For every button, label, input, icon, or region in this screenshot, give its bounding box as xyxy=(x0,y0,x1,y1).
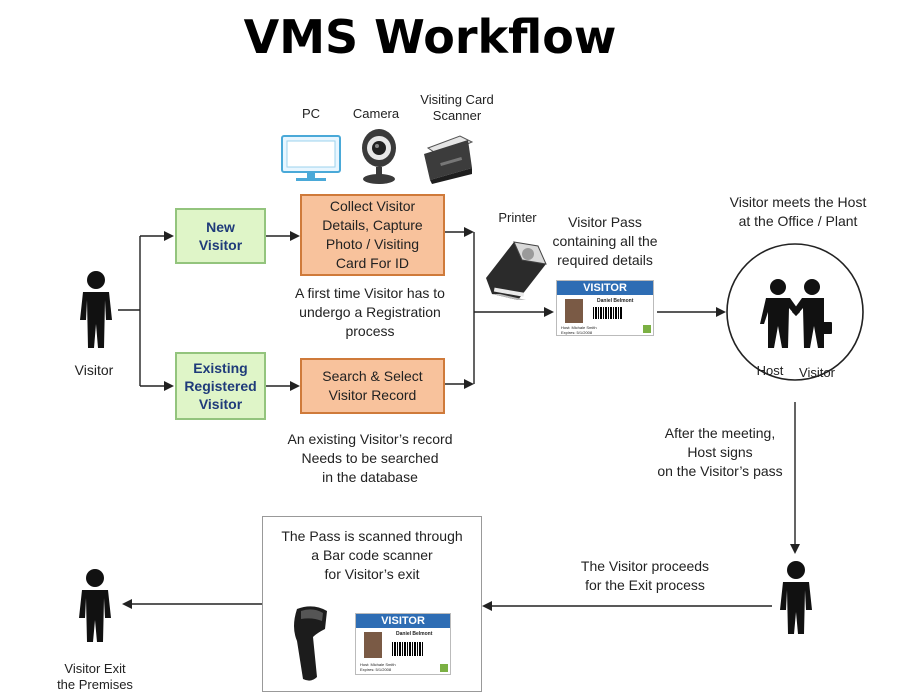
pc-label: PC xyxy=(301,106,321,121)
host-label: Host xyxy=(756,363,784,378)
page-title: VMS Workflow xyxy=(243,10,617,64)
first-time-note: A first time Visitor has to undergo a Re… xyxy=(295,285,445,339)
printer-icon xyxy=(486,241,547,300)
exit-scan-box: The Pass is scanned through a Bar code s… xyxy=(262,516,482,692)
exit-badge-name: Daniel Belmont xyxy=(396,631,433,637)
handshake-icon xyxy=(760,279,832,348)
proceeds-exit-caption: The Visitor proceeds for the Exit proces… xyxy=(580,558,710,593)
card-scanner-icon xyxy=(424,135,474,184)
after-meeting-caption: After the meeting, Host signs on the Vis… xyxy=(657,425,783,479)
meets-host-caption: Visitor meets the Host at the Office / P… xyxy=(729,194,867,229)
visitor-pass-badge: VISITOR Daniel Belmont Host: Michale Smi… xyxy=(556,280,654,336)
camera-label: Camera xyxy=(352,106,400,121)
collect-details-box: Collect Visitor Details, Capture Photo /… xyxy=(300,194,445,276)
existing-visitor-box: Existing Registered Visitor xyxy=(175,352,266,420)
badge-expires: Expires: 5/1/2008 xyxy=(561,330,593,335)
badge-name: Daniel Belmont xyxy=(597,298,634,304)
visitor-start-label: Visitor xyxy=(74,362,114,378)
exit-badge-barcode xyxy=(392,642,424,656)
visitor-pass-caption: Visitor Pass containing all the required… xyxy=(552,214,658,268)
pc-monitor-icon xyxy=(281,135,341,181)
printer-label: Printer xyxy=(498,210,537,225)
exiting-visitor-icon xyxy=(780,561,812,634)
meeting-visitor-label: Visitor xyxy=(799,365,835,380)
existing-note: An existing Visitor’s record Needs to be… xyxy=(287,431,453,485)
badge-host: Host: Michale Smith xyxy=(561,325,597,330)
exit-premises-label: Visitor Exit the Premises xyxy=(57,661,133,692)
badge-barcode xyxy=(593,307,623,319)
exit-person-icon xyxy=(79,569,111,642)
exit-badge-header: VISITOR xyxy=(356,614,450,628)
search-record-box: Search & Select Visitor Record xyxy=(300,358,445,414)
webcam-icon xyxy=(362,129,396,184)
barcode-scanner-icon xyxy=(294,606,327,681)
scan-caption: The Pass is scanned through a Bar code s… xyxy=(281,528,463,582)
badge-logo xyxy=(643,325,651,333)
badge-photo xyxy=(565,299,583,323)
exit-badge-logo xyxy=(440,664,448,672)
exit-badge-photo xyxy=(364,632,382,658)
exit-badge-expires: Expires: 5/1/2008 xyxy=(360,667,392,672)
exit-badge-host: Host: Michale Smith xyxy=(360,662,396,667)
visitor-person-icon xyxy=(80,271,112,348)
exit-visitor-pass-badge: VISITOR Daniel Belmont Host: Michale Smi… xyxy=(355,613,451,675)
new-visitor-box: New Visitor xyxy=(175,208,266,264)
card-scanner-label: Visiting Card Scanner xyxy=(420,92,494,123)
badge-header: VISITOR xyxy=(557,281,653,295)
